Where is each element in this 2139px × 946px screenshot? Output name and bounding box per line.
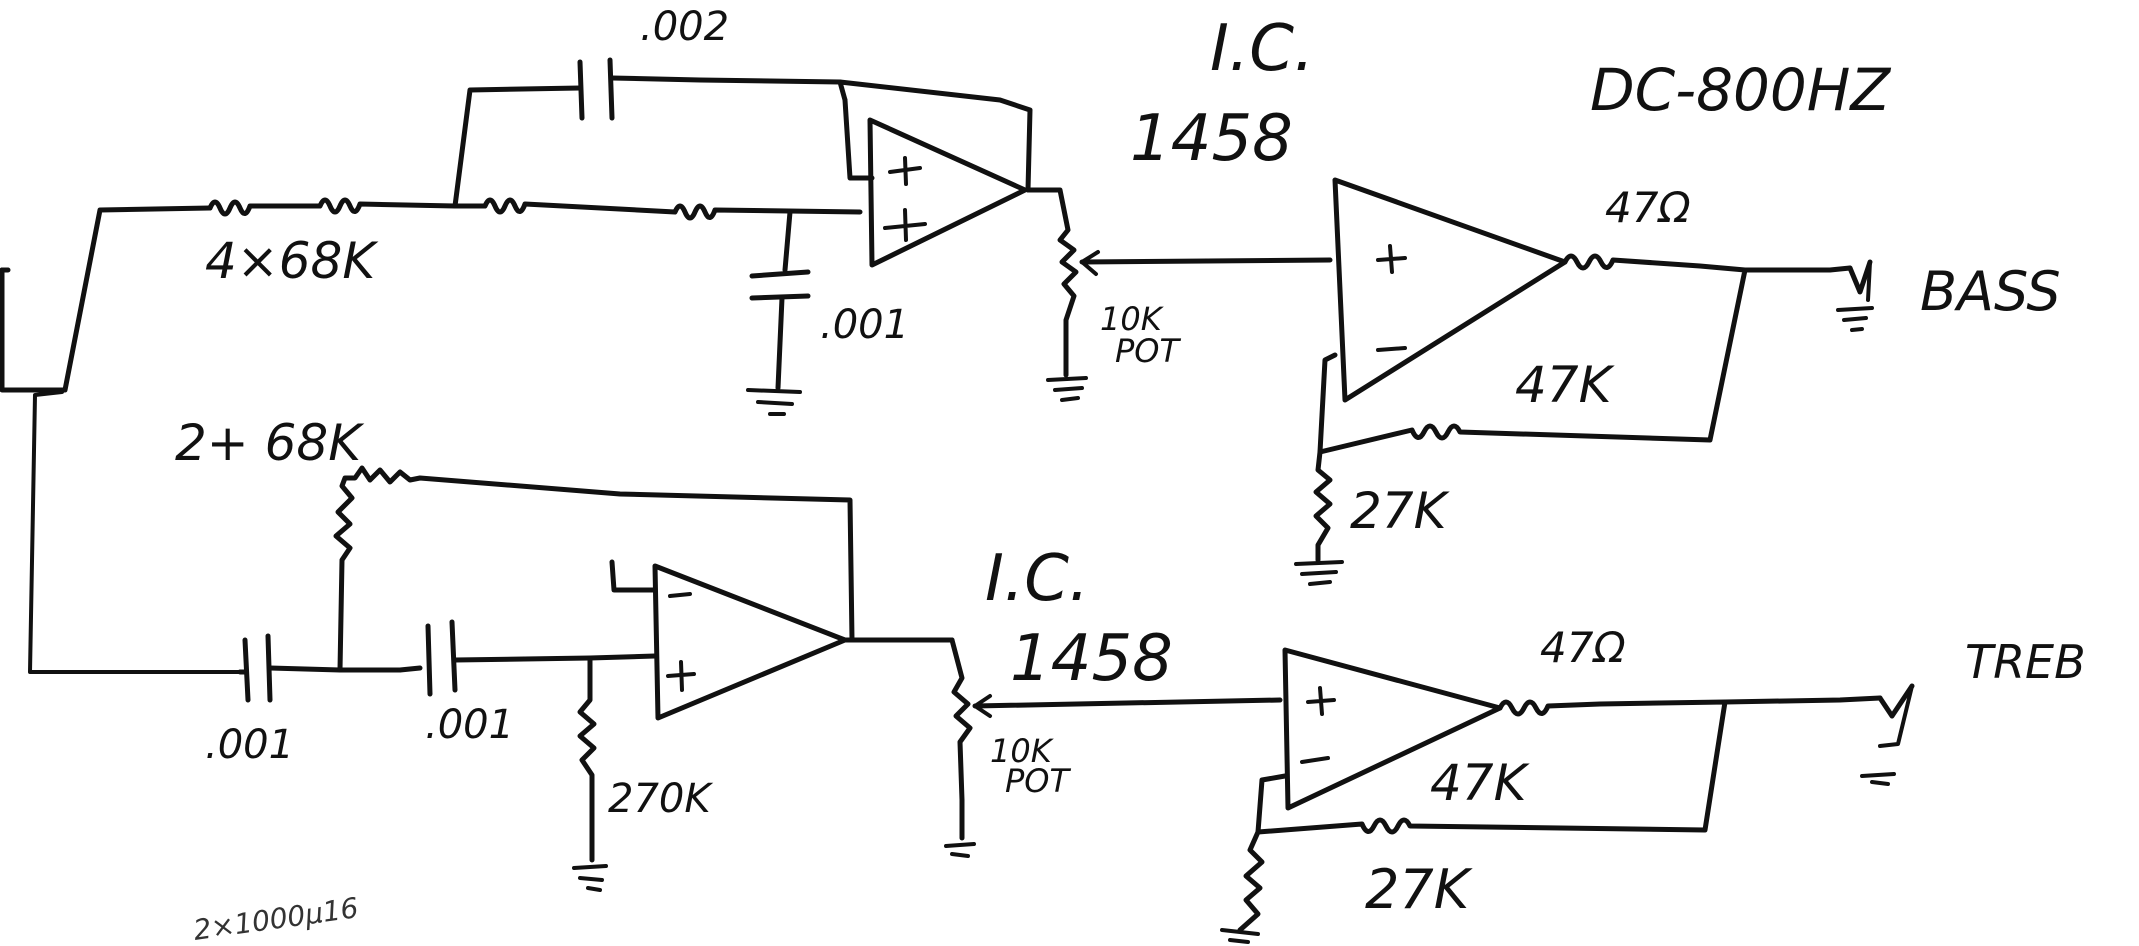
bottom-cap-2-label: .001 [425, 702, 514, 748]
bottom-ic-label: I.C. [985, 542, 1089, 616]
bottom-cap-1-label: .001 [205, 722, 294, 768]
top-amp-feedback-resistor-label: 47K [1515, 356, 1616, 414]
bottom-opamp [609, 559, 955, 721]
treb-output-jack [1860, 683, 1915, 786]
bottom-ground-resistor [572, 655, 608, 892]
bottom-amp-opamp [1255, 647, 1503, 835]
top-ground-capacitor [746, 209, 811, 416]
top-amp-series-resistor-label: 47Ω [1605, 183, 1691, 232]
bottom-amp-feedback-resistor-label: 47K [1430, 754, 1531, 812]
bass-output-label: BASS [1920, 260, 2061, 323]
bottom-resistors-note: 2+ 68K [175, 414, 365, 472]
bass-output-jack [1836, 259, 1874, 332]
top-feedback-capacitor [452, 57, 848, 209]
top-pot [1025, 187, 1333, 402]
top-ic-part: 1458 [1130, 102, 1293, 176]
bottom-amp-series-resistor-label: 47Ω [1540, 623, 1626, 672]
bottom-input-capacitors [237, 619, 658, 703]
top-amp-ground-resistor-label: 27K [1350, 482, 1451, 540]
bottom-ic-part: 1458 [1010, 622, 1173, 696]
treb-output-label: TREB [1965, 635, 2086, 689]
bottom-amp-ground-resistor [1220, 829, 1265, 944]
top-opamp [837, 79, 1033, 268]
top-amp-opamp [1317, 177, 1568, 455]
range-note: DC-800HZ [1590, 56, 1891, 124]
footer-note: 2×1000μ16 [191, 891, 360, 946]
bottom-ground-resistor-label: 270K [608, 776, 713, 822]
bottom-pot-label-2: POT [1005, 762, 1071, 800]
top-amp-feedback [1317, 253, 1853, 455]
top-ground-cap-label: .001 [820, 302, 909, 348]
top-amp-ground-resistor [1294, 449, 1344, 586]
top-pot-label-2: POT [1115, 332, 1181, 370]
top-resistors-note: 4×68K [205, 232, 379, 290]
top-ic-label: I.C. [1210, 12, 1314, 86]
top-resistor-chain [207, 197, 863, 221]
bottom-pot [944, 637, 1283, 858]
top-pot-label-1: 10K [1100, 300, 1165, 338]
bottom-pot-label-1: 10K [990, 732, 1055, 770]
bottom-feedback-resistor [333, 465, 855, 673]
bottom-amp-ground-resistor-label: 27K [1365, 858, 1473, 921]
bottom-amp-feedback [1255, 695, 1883, 835]
input-wiring [0, 205, 242, 674]
top-feedback-cap-label: .002 [640, 4, 729, 50]
